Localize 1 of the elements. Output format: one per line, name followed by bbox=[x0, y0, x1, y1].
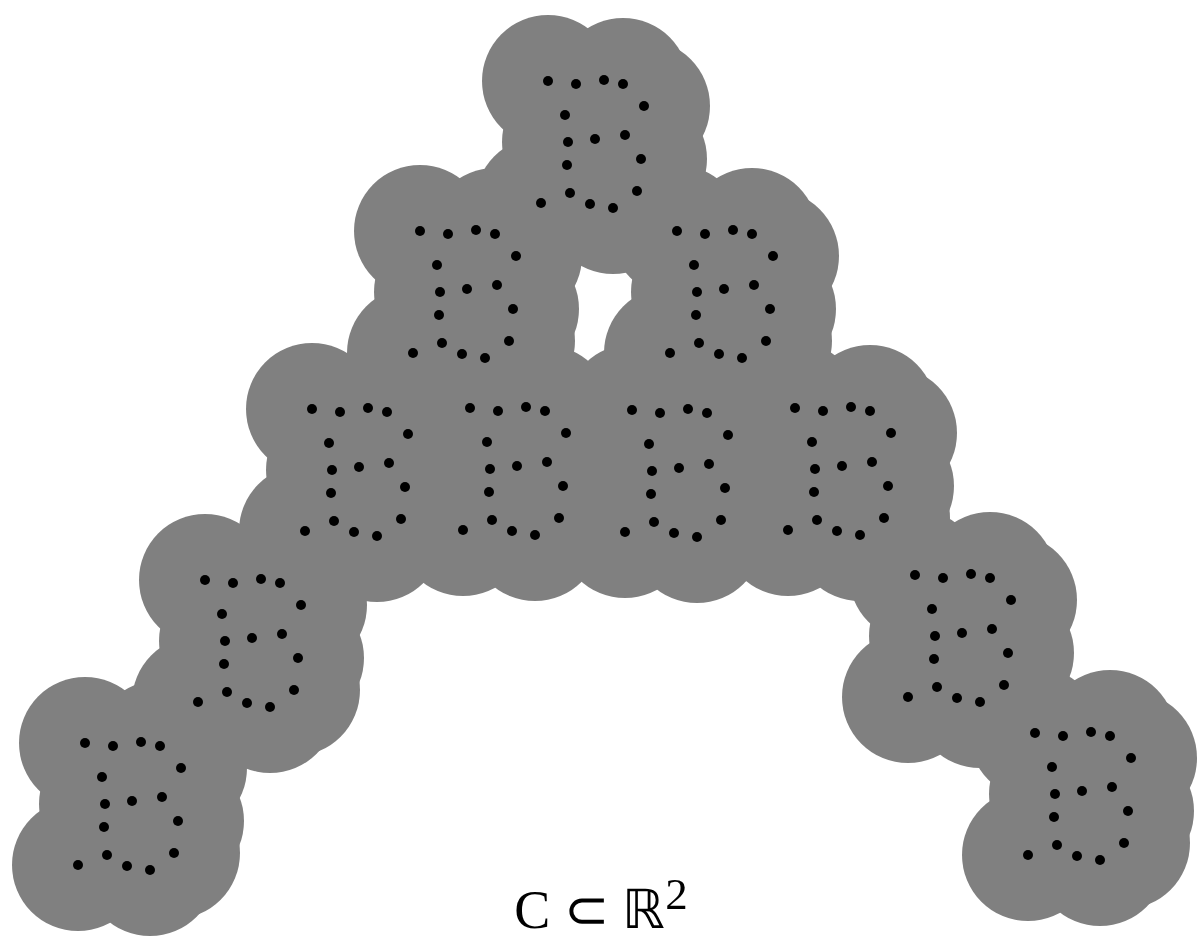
formula-label: C ⊂ ℝ$^{2}$ bbox=[514, 872, 688, 937]
